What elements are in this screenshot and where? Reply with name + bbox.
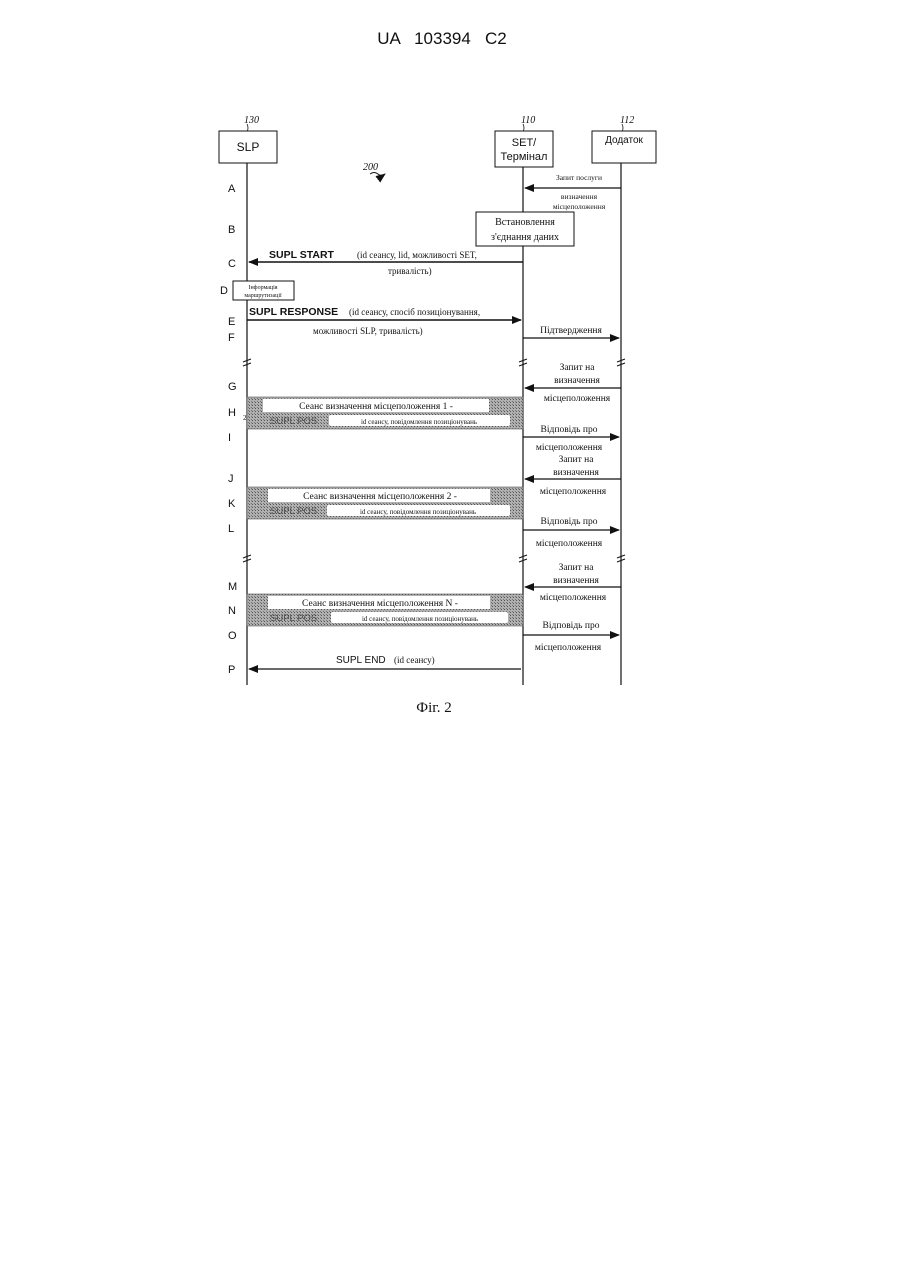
step-letter: G — [228, 381, 237, 393]
label-l-2: місцеположення — [536, 539, 603, 549]
entity-ref-slp: 130 — [244, 115, 259, 126]
break-marks-2 — [243, 555, 625, 562]
document-code: UA 103394 C2 — [377, 29, 506, 48]
label-i-1: Відповідь про — [541, 425, 598, 435]
step-letter: D — [220, 285, 228, 297]
entity-label-set: SET/ — [512, 137, 537, 149]
label-b-2: з'єднання даних — [491, 232, 559, 243]
label-e-2: можливості SLP, тривалість) — [313, 326, 423, 336]
label-p-1: (id сеансу) — [394, 655, 435, 665]
step-letter: O — [228, 630, 237, 642]
label-c-2: тривалість) — [388, 266, 432, 276]
label-f: Підтвердження — [540, 326, 602, 336]
label-e-name: SUPL RESPONSE — [249, 306, 338, 318]
label-a-2: визначення — [561, 192, 598, 201]
label-o-1: Відповідь про — [543, 621, 600, 631]
session-2-name: SUPL POS — [270, 506, 317, 517]
label-m-3: місцеположення — [540, 593, 607, 603]
label-c-1: (id сеансу, lid, можливості SET, — [357, 250, 477, 260]
step-letter: N — [228, 605, 236, 617]
label-j-2: визначення — [553, 468, 599, 478]
label-p-name: SUPL END — [336, 655, 386, 666]
label-b-1: Встановлення — [495, 217, 555, 228]
step-letter: A — [228, 183, 236, 195]
label-l-1: Відповідь про — [541, 517, 598, 527]
session-n-params: id сеансу, повідомлення позиціонувань — [362, 615, 478, 623]
label-g-1: Запит на — [560, 363, 596, 373]
step-letter: M — [228, 581, 237, 593]
label-c-name: SUPL START — [269, 249, 335, 261]
step-letter: I — [228, 432, 231, 444]
label-g-3: місцеположення — [544, 394, 611, 404]
session-1-params: id сеансу, повідомлення позиціонувань — [361, 418, 477, 426]
label-j-3: місцеположення — [540, 487, 607, 497]
session-1-name: SUPL POS — [270, 416, 317, 427]
label-a-1: Запит послуги — [556, 173, 602, 182]
figure-caption: Фіг. 2 — [416, 700, 451, 716]
label-g-2: визначення — [554, 376, 600, 386]
label-a-3: місцеположення — [553, 202, 606, 211]
step-letter: K — [228, 498, 236, 510]
step-letter: H — [228, 407, 236, 419]
session-1-title: Сеанс визначення місцеположення 1 - — [299, 402, 453, 412]
session-2-params: id сеансу, повідомлення позиціонувань — [360, 508, 476, 516]
entity-label-slp: SLP — [237, 140, 260, 154]
label-o-2: місцеположення — [535, 643, 602, 653]
step-letter: F — [228, 332, 235, 344]
entity-label-set-2: Термінал — [501, 151, 548, 163]
session-1-mark: 2 — [243, 414, 247, 422]
label-m-1: Запит на — [559, 563, 595, 573]
label-j-1: Запит на — [559, 455, 595, 465]
label-d-1: Інформація — [248, 284, 277, 291]
session-2-title: Сеанс визначення місцеположення 2 - — [303, 492, 457, 502]
figure-ref: 200 — [363, 162, 378, 173]
step-letter: J — [228, 473, 234, 485]
step-letters: A B C D E F G H I J K L M N O P — [220, 183, 237, 676]
step-letter: B — [228, 224, 235, 236]
step-letter: P — [228, 664, 235, 676]
step-letter: E — [228, 316, 235, 328]
session-n-name: SUPL POS — [270, 613, 317, 624]
label-d-2: маршрутизації — [244, 293, 282, 299]
step-letter: L — [228, 523, 234, 535]
entity-label-app: Додаток — [605, 135, 643, 146]
label-e-1: (id сеансу, спосіб позиціонування, — [349, 307, 480, 317]
session-n-title: Сеанс визначення місцеположення N - — [302, 599, 458, 609]
label-i-2: місцеположення — [536, 443, 603, 453]
label-m-2: визначення — [553, 576, 599, 586]
step-letter: C — [228, 258, 236, 270]
